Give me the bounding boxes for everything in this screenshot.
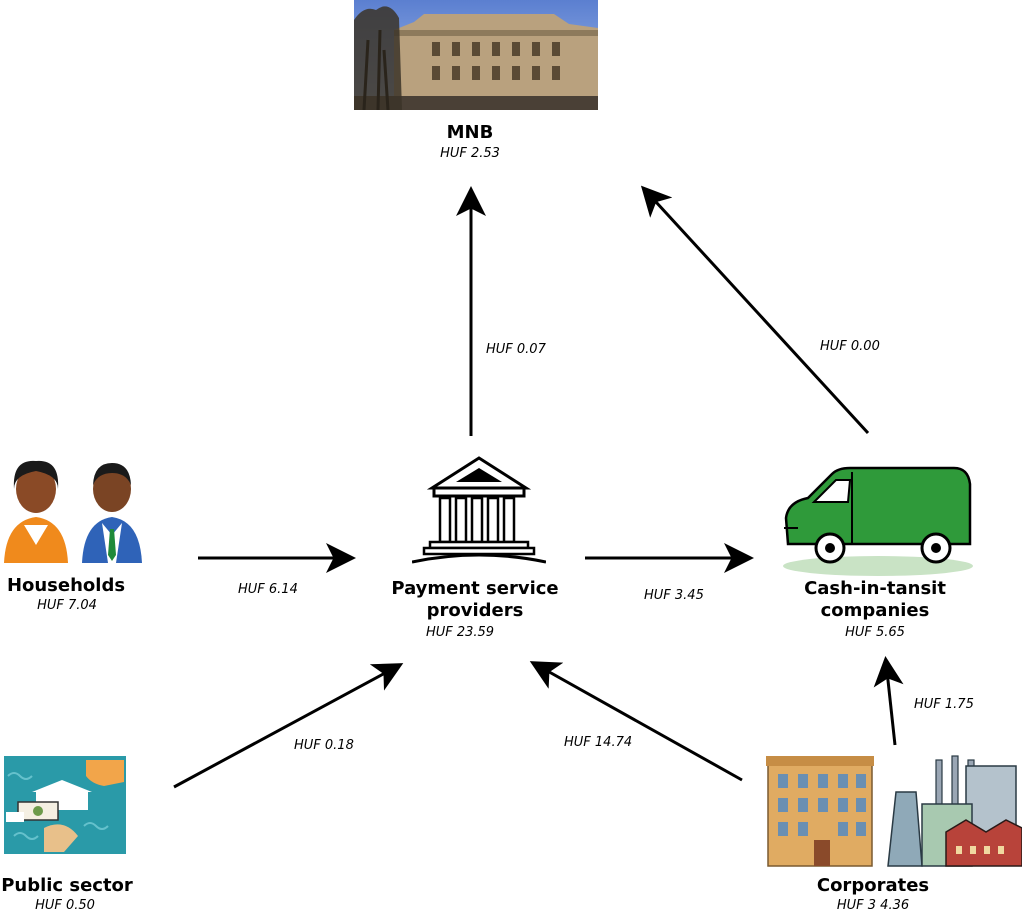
corporates-value: HUF 3 4.36	[836, 898, 910, 913]
households-people-icon	[4, 460, 142, 563]
households-title: Households	[6, 575, 126, 596]
corporates-title: Corporates	[816, 875, 930, 896]
flow-label-households-to-psp: HUF 6.14	[238, 582, 298, 597]
van-icon	[783, 466, 973, 576]
flow-label-cit-to-mnb: HUF 0.00	[820, 339, 880, 354]
arrow-corporates-to-psp	[529, 661, 743, 782]
public-sector-title: Public sector	[1, 875, 133, 896]
mnb-value: HUF 2.53	[440, 146, 500, 161]
households-value: HUF 7.04	[37, 598, 97, 613]
arrow-public-to-psp	[173, 663, 404, 789]
psp-value: HUF 23.59	[425, 625, 495, 640]
public-sector-value: HUF 0.50	[35, 898, 95, 913]
cit-title-line1: Cash-in-tansit	[804, 578, 946, 599]
mnb-building-image	[354, 0, 598, 110]
flow-label-corporates-to-psp: HUF 14.74	[564, 735, 633, 750]
public-sector-image	[4, 756, 126, 854]
arrow-cit-to-mnb	[640, 185, 870, 435]
bank-icon	[412, 456, 546, 564]
flow-label-corporates-to-cit: HUF 1.75	[914, 697, 974, 712]
flow-label-psp-to-cit: HUF 3.45	[644, 588, 704, 603]
cit-value: HUF 5.65	[845, 625, 905, 640]
cit-title-line2: companies	[820, 600, 930, 621]
psp-title-line1: Payment service	[391, 578, 559, 599]
arrow-corporates-to-cit	[873, 656, 904, 746]
flow-label-psp-to-mnb: HUF 0.07	[486, 342, 546, 357]
mnb-title: MNB	[446, 122, 494, 143]
corporates-icon	[766, 755, 1022, 867]
psp-title-line2: providers	[426, 600, 524, 621]
flow-label-public-to-psp: HUF 0.18	[294, 738, 354, 753]
